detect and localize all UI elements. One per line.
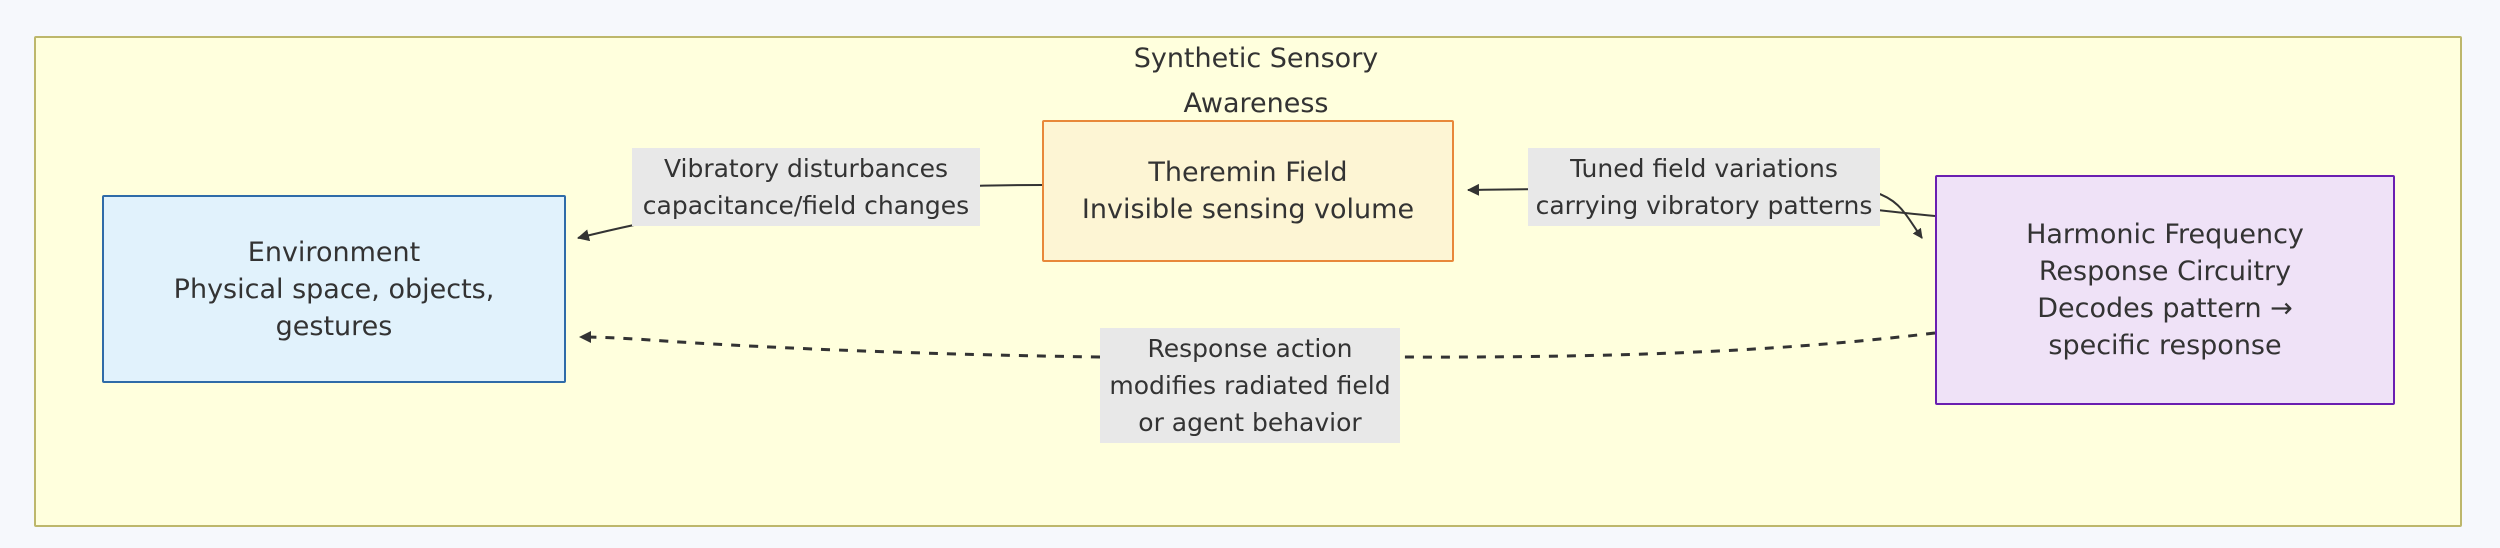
edge-label-circuitry-to-environment: Response action modifies radiated field … bbox=[1100, 328, 1400, 443]
node-harmonic-frequency-response-circuitry[interactable]: Harmonic Frequency Response Circuitry De… bbox=[1935, 175, 2395, 405]
edge-circuitry-to-environment bbox=[1399, 331, 1936, 359]
node-theremin-field[interactable]: Theremin Field Invisible sensing volume bbox=[1042, 120, 1454, 262]
node-harmonic-frequency-response-circuitry-label: Harmonic Frequency Response Circuitry De… bbox=[2026, 219, 2304, 361]
edge-theremin-to-circuitry bbox=[1873, 191, 1923, 239]
edge-label-circuitry-to-theremin: Tuned field variations carrying vibrator… bbox=[1528, 148, 1880, 226]
node-theremin-field-label: Theremin Field Invisible sensing volume bbox=[1081, 157, 1415, 225]
node-environment-label: Environment Physical space, objects, ges… bbox=[173, 236, 495, 342]
subgraph-title: Synthetic Sensory Awareness bbox=[1133, 43, 1379, 119]
edge-label-theremin-to-environment: Vibratory disturbances capacitance/field… bbox=[632, 148, 980, 226]
node-environment[interactable]: Environment Physical space, objects, ges… bbox=[102, 195, 566, 383]
edge-circuitry-to-environment-tail bbox=[579, 331, 1101, 359]
